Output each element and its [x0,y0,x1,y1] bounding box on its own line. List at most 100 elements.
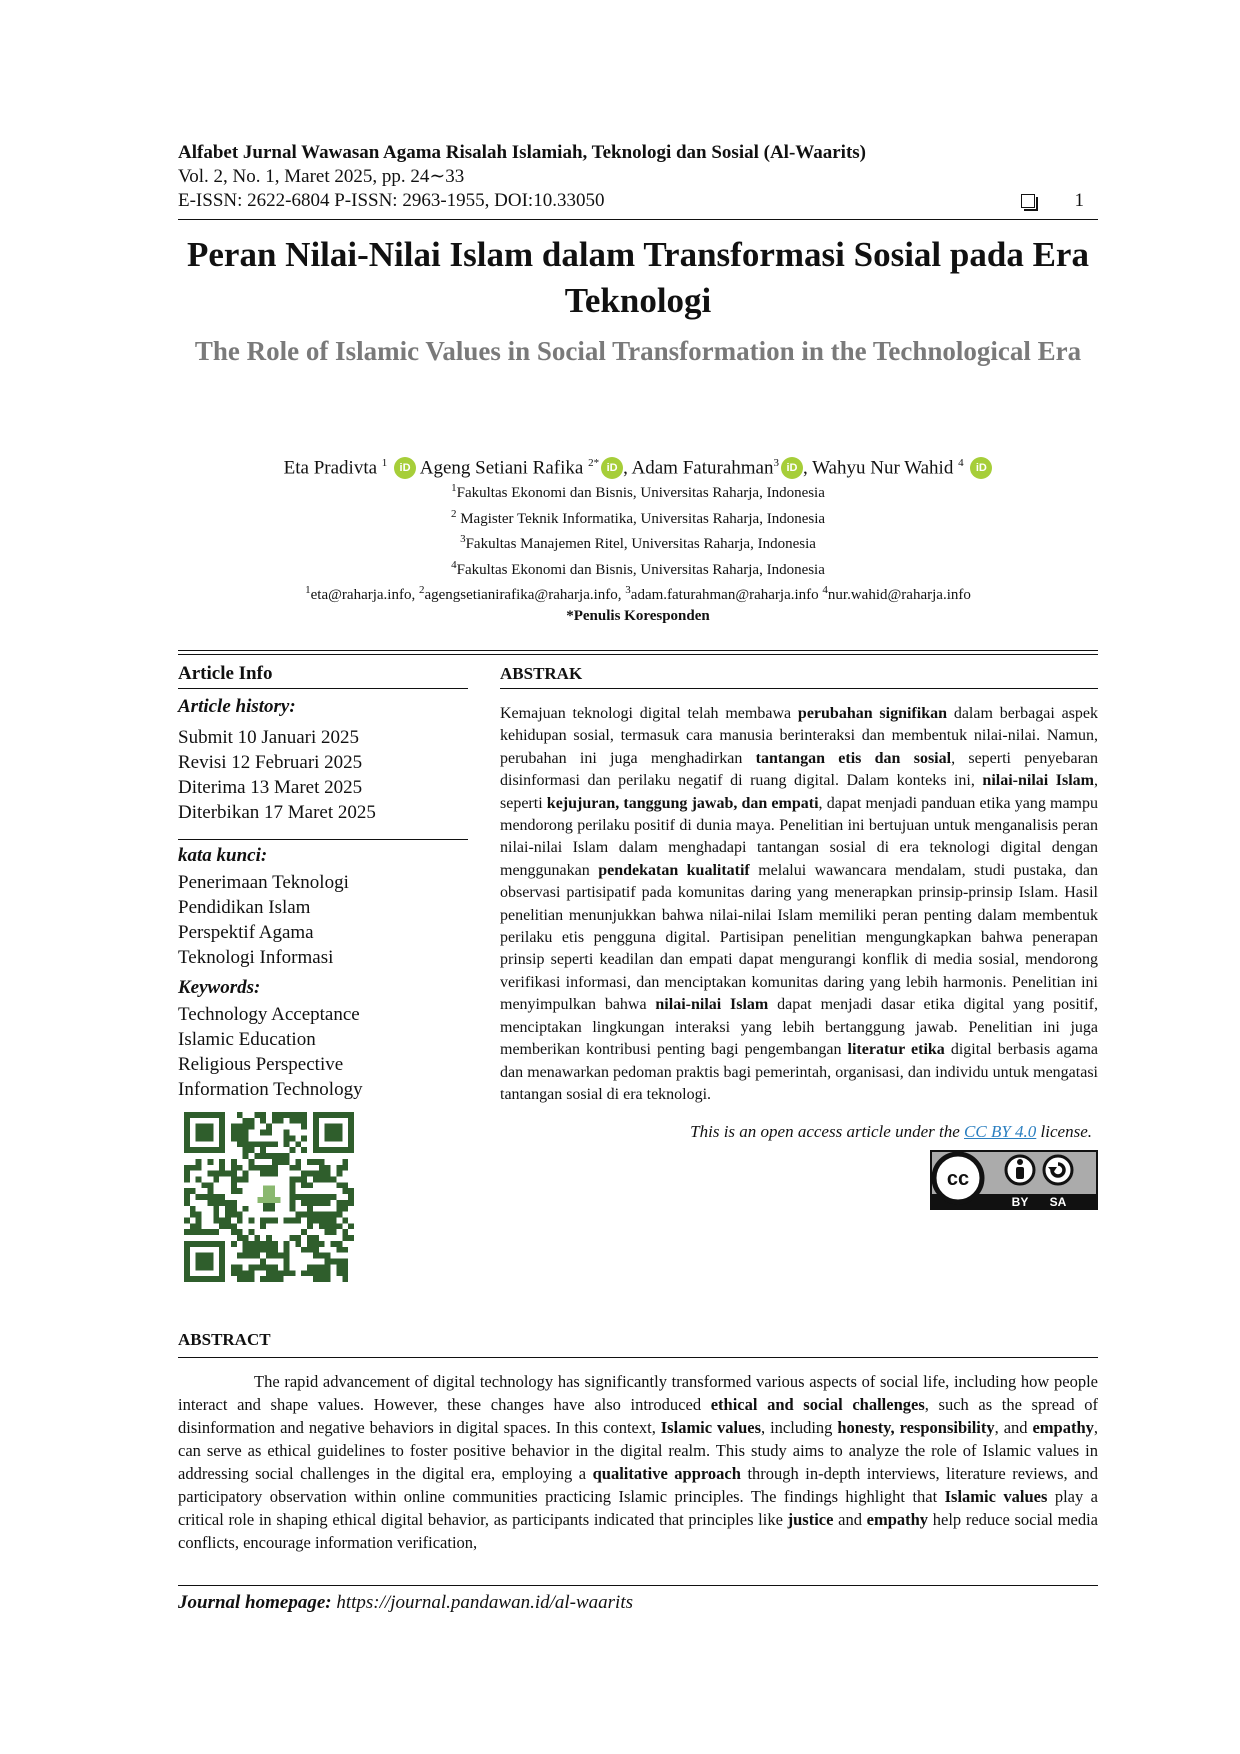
author-name: Wahyu Nur Wahid [812,457,954,479]
qr-module [312,1194,319,1200]
qr-module [336,1223,343,1230]
qr-module [195,1211,202,1218]
qr-module [324,1276,331,1282]
page-number: 1 [1074,190,1085,211]
qr-module [301,1229,308,1236]
qr-module [201,1229,208,1236]
affiliation-line: 2 Magister Teknik Informatika, Universit… [178,504,1098,530]
qr-module [342,1158,349,1165]
qr-module [295,1164,302,1171]
email-link[interactable]: nur.wahid@raharja.info [827,587,971,603]
qr-module [289,1270,296,1277]
qr-module [301,1176,308,1183]
homepage-url[interactable]: https://journal.pandawan.id/al-waarits [336,1592,634,1613]
orcid-icon[interactable]: iD [970,457,993,480]
email-link[interactable]: adam.faturahman@raharja.info [630,587,823,603]
qr-module [283,1270,290,1277]
qr-module [236,1129,243,1136]
qr-module [184,1170,190,1177]
qr-module [307,1235,313,1241]
qr-module [271,1240,278,1247]
qr-module [257,1197,281,1203]
qr-module [271,1153,278,1159]
qr-module [213,1170,220,1177]
license-link[interactable]: CC BY 4.0 [964,1122,1037,1142]
qr-module [242,1205,249,1212]
qr-module [219,1194,226,1200]
qr-module [336,1264,343,1271]
qr-module [342,1205,349,1212]
qr-module [260,1240,267,1247]
qr-module [266,1240,272,1247]
qr-module [184,1188,190,1195]
qr-module [195,1176,202,1183]
qr-module [248,1252,255,1259]
qr-module [283,1141,290,1148]
qr-module [230,1205,237,1212]
corresponding-note: *Penulis Koresponden [566,607,710,624]
email-link[interactable]: agengsetianirafika@raharja.info, [424,587,626,603]
qr-module [289,1182,296,1189]
qr-module [213,1176,220,1183]
abstrak-column: ABSTRAK Kemajuan teknologi digital telah… [500,660,1098,1215]
qr-module [277,1158,284,1165]
qr-module [318,1176,325,1183]
qr-module [283,1158,290,1165]
qr-module [236,1141,243,1148]
qr-module [318,1170,325,1177]
orcid-icon[interactable]: iD [601,457,624,480]
orcid-icon[interactable]: iD [394,457,417,480]
body-text: , and [994,1418,1033,1437]
qr-module [330,1240,337,1247]
qr-module [348,1235,354,1241]
qr-module [336,1199,343,1206]
qr-module [283,1217,290,1224]
article-info-column: Article Info Article history: Submit 10 … [178,660,468,1288]
abstract-heading: ABSTRACT [178,1330,271,1349]
cc-by-sa-badge-icon[interactable]: cc BY SA [930,1150,1098,1211]
qr-module [207,1188,214,1195]
qr-module [324,1229,331,1236]
qr-module [312,1176,319,1183]
qr-module [189,1223,196,1230]
qr-module [236,1112,243,1118]
author-sup: 1 [381,457,388,469]
qr-module [242,1153,249,1159]
qr-module [225,1211,231,1218]
qr-module [184,1164,190,1171]
qr-module [248,1123,255,1130]
qr-module [271,1252,278,1259]
qr-module [336,1164,343,1171]
qr-module [336,1182,343,1189]
affil-text: Fakultas Manajemen Ritel, Universitas Ra… [465,536,816,552]
qr-module [225,1223,231,1230]
qr-module [324,1258,331,1265]
qr-module [312,1270,319,1277]
qr-module [301,1270,308,1277]
qr-module [336,1246,343,1253]
by-person-head [1017,1159,1023,1166]
body-text: Kemajuan teknologi digital telah membawa [500,705,798,722]
qr-module [324,1211,331,1218]
qr-module [266,1235,272,1241]
body-text: and [833,1510,867,1529]
kata-kunci-item: Teknologi Informasi [178,947,334,968]
qr-code-icon[interactable] [184,1112,354,1282]
qr-module [301,1194,308,1200]
qr-module [236,1252,243,1259]
qr-module [230,1211,237,1218]
qr-module [342,1217,349,1224]
qr-module [236,1211,243,1218]
qr-module [236,1276,243,1282]
qr-module [248,1147,255,1154]
qr-module [271,1112,278,1118]
email-link[interactable]: eta@raharja.info, [310,587,419,603]
abstrak-rule [500,688,1098,689]
orcid-icon[interactable]: iD [780,457,803,480]
qr-module [260,1170,267,1177]
qr-module [207,1199,214,1206]
qr-module [248,1158,255,1165]
affil-sup: 3 [460,533,466,545]
qr-module [230,1199,237,1206]
qr-module [271,1217,278,1224]
